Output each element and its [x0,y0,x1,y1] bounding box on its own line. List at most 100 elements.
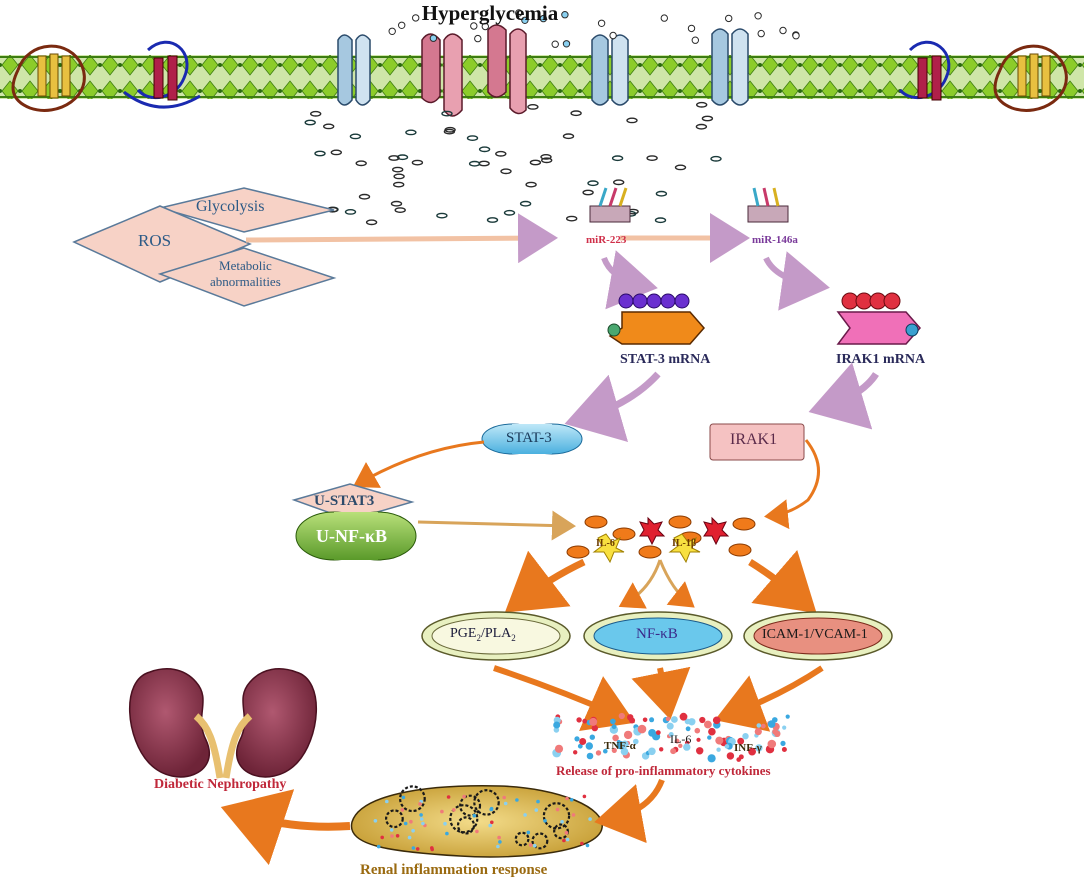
tissue-particle [440,809,444,814]
il6-release-label: IL-6 [670,732,692,746]
glucose-molecule [540,153,552,160]
cytokine-particle [699,716,706,724]
extracellular-molecule [725,14,733,23]
glucose-molecule [654,217,667,224]
il6-mid-label: IL-6 [596,538,615,549]
metabolic-label: Metabolic abnormalities [210,258,281,290]
cytokine-particle [696,737,701,742]
tissue-particle [401,795,406,800]
renal-inflammation-label: Renal inflammation response [360,862,548,878]
tissue-particle [489,807,494,812]
irak1-mrna-label: IRAK1 mRNA [836,352,926,367]
cytokine-particle [585,742,593,750]
tissue-particle [569,798,574,802]
tissue-particle [502,795,507,800]
tissue-particle [564,830,569,835]
tissue-particle [588,817,592,821]
transporter-channels [337,24,749,117]
glomerulus [531,832,549,850]
glucose-molecules [304,9,800,226]
cytokine-particle [648,747,656,756]
tissue-particle [534,808,539,812]
tissue-particle [421,821,425,826]
tissue-particle [395,834,400,838]
cytokine-particle [712,716,721,725]
ros-diamond [72,205,252,283]
cytokine-particle [696,747,704,755]
extracellular-molecule [609,31,617,40]
diagram-title: Hyperglycemia [421,1,559,25]
tissue-particle [380,835,385,840]
glucose-molecule [310,110,322,117]
cytokine-particle [772,728,779,735]
cytokine-particle [742,733,749,740]
source-diamonds [72,187,337,307]
tissue-particle [446,795,451,799]
metabolic-label-line1: Metabolic [219,258,272,273]
tissue-particle [490,820,494,825]
tissue-particle [571,813,576,817]
cytokine-release-cloud [552,712,790,763]
glucose-molecule [330,149,342,156]
tissue-particle [445,831,449,836]
tissue-particle [498,840,502,844]
cytokine-particle [708,727,716,736]
extracellular-molecule [398,21,406,29]
glucose-molecule [443,128,456,135]
cytokine-particle [707,735,712,740]
outcome-arrows [220,778,665,866]
cell-membrane [0,55,1084,99]
glucose-molecule [388,155,400,161]
stat3-protein-pill [481,423,583,455]
tissue-particle [403,821,408,826]
tissue-particle [418,802,422,806]
inf-label: INF-γ [734,742,762,754]
cytokine-particle [671,716,678,723]
cytokine-particle [553,721,561,729]
glomerulus [473,789,500,816]
cytokine-particle [665,716,671,722]
cytokine-particle [621,740,629,748]
tissue-particle [409,819,413,824]
irak1-protein-label: IRAK1 [730,431,778,448]
glucose-molecule [344,208,357,215]
glucose-molecule [478,160,490,167]
cytokine-particle [623,730,633,740]
glucose-molecule [405,129,417,136]
nfkb-label: NF-κB [636,626,678,642]
cytokine-particle [620,747,629,756]
glucose-molecule [696,101,708,108]
extracellular-molecule [757,29,765,38]
metabolic-label-line2: abnormalities [210,274,281,289]
pathway-ovals [421,611,893,661]
tissue-particle [488,823,493,828]
tissue-particle [415,847,420,851]
diabetic-nephropathy-label: Diabetic Nephropathy [154,777,287,792]
tissue-particle [419,813,423,817]
cytokine-particle [637,724,647,734]
cytokine-particle [748,747,756,756]
cytokine-particle [679,712,688,721]
cytokine-particle [610,718,616,725]
glucose-molecule [562,133,575,140]
cytokine-particle [616,740,621,744]
cytokine-particle [767,720,776,728]
cytokine-particle [642,717,648,723]
glucose-molecule [626,117,638,124]
glucose-molecule [695,123,708,130]
stat3-protein-label: STAT-3 [506,430,552,446]
glucose-molecule [468,160,481,167]
glucose-molecule [587,180,599,187]
glucose-molecule [710,155,722,162]
ustat3-unfkb-complex [291,483,417,561]
glucose-molecule [365,219,378,226]
pathway-arrows [504,550,817,614]
cytokine-particle [574,736,580,742]
glucose-molecule [349,133,362,140]
glomerulus [459,794,482,817]
cytokine-particle [754,728,762,736]
glucose-molecule [314,150,326,157]
extracellular-molecule [691,36,699,44]
glucose-molecule [655,190,668,197]
tissue-particle [373,819,378,823]
